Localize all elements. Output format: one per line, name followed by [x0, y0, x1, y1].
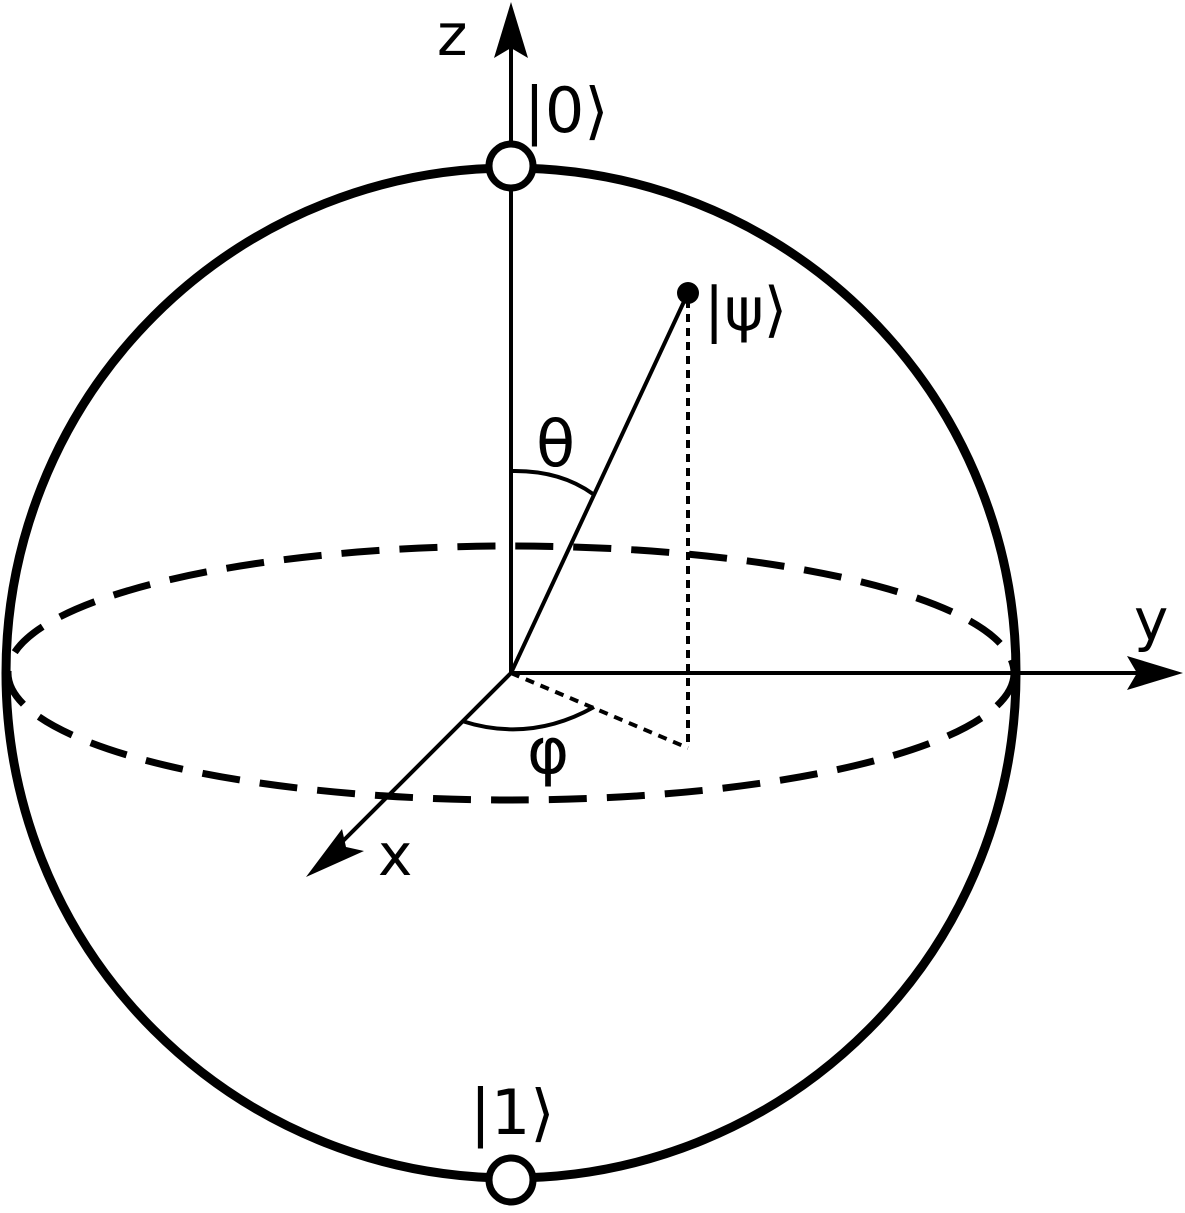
state-psi-label: |ψ⟩: [704, 275, 787, 345]
theta-arc: [510, 468, 595, 496]
theta-label: θ: [536, 408, 575, 482]
phi-arc: [461, 705, 595, 732]
psi-equatorial-projection: [510, 671, 689, 750]
pole-one-marker: [485, 1154, 537, 1206]
x-axis-arrowhead: [306, 829, 364, 877]
y-axis-arrowhead: [1127, 656, 1183, 690]
psi-vector: [509, 292, 690, 674]
state-one-label: |1⟩: [470, 1076, 555, 1150]
phi-label: φ: [527, 715, 569, 789]
pole-zero-marker: [485, 140, 537, 192]
z-axis-arrowhead: [494, 2, 528, 58]
z-axis-label: z: [437, 1, 467, 69]
state-zero-label: |0⟩: [524, 74, 609, 148]
y-axis-label: y: [1134, 586, 1168, 654]
x-axis: [328, 671, 513, 856]
x-axis-label: x: [378, 821, 412, 889]
psi-point: [677, 282, 699, 304]
